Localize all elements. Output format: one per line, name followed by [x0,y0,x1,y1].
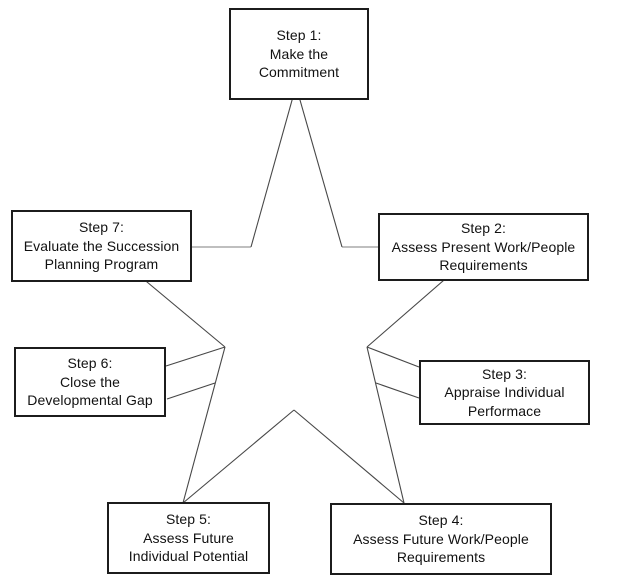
step-6-line2: Developmental Gap [27,392,153,409]
step-3-box: Step 3: Appraise Individual Performace [419,360,590,425]
step-4-line1: Assess Future Work/People [353,530,529,547]
connector-line-step3-upper [366,346,420,368]
step-6-line1: Close the [59,373,121,390]
star-edge [366,346,405,504]
step-1-line1: Make the [269,45,329,62]
step-2-line1: Assess Present Work/People [391,238,576,255]
step-5-line2: Individual Potential [128,548,249,565]
star-edge [295,85,343,248]
step-3-line2: Performace [467,402,542,419]
step-7-box: Step 7: Evaluate the Succession Planning… [11,210,192,282]
step-3-title: Step 3: [481,365,528,382]
step-1-line2: Commitment [258,64,340,81]
star-edge [182,409,295,504]
step-1-title: Step 1: [276,27,322,44]
step-3-line1: Appraise Individual [444,384,565,401]
step-2-box: Step 2: Assess Present Work/People Requi… [378,213,589,281]
star-edge [182,346,226,504]
connector-line-step6-lower [166,382,216,400]
step-5-line1: Assess Future [143,529,234,546]
connector-line-step3-lower [375,382,420,399]
step-5-title: Step 5: [165,511,212,528]
star-outline [104,85,483,504]
step-6-box: Step 6: Close the Developmental Gap [14,347,166,417]
step-2-title: Step 2: [460,220,507,237]
step-7-line1: Evaluate the Succession [23,237,180,254]
step-2-line2: Requirements [439,257,528,274]
connector-line-step6-upper [165,346,226,367]
step-4-title: Step 4: [418,512,464,529]
step-5-box: Step 5: Assess Future Individual Potenti… [107,502,270,574]
step-6-title: Step 6: [67,355,113,372]
step-7-title: Step 7: [78,219,125,236]
step-1-box: Step 1: Make the Commitment [229,8,369,100]
step-7-line2: Planning Program [44,256,159,273]
star-edge [250,85,297,248]
connector-lines [165,346,420,400]
star-edge [293,409,405,504]
step-4-box: Step 4: Assess Future Work/People Requir… [330,503,552,575]
step-4-line2: Requirements [396,549,486,566]
